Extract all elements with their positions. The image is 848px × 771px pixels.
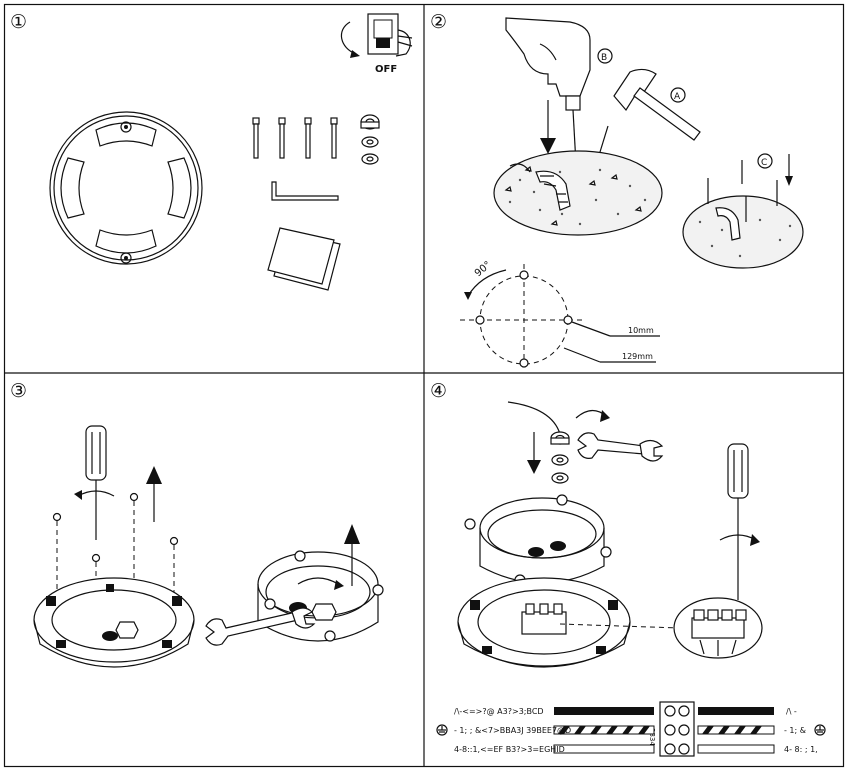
wiring-legend: 3334 — [436, 701, 826, 757]
panel-number-4: ④ — [430, 380, 447, 402]
panel-3-disassembly — [33, 425, 384, 668]
hole-dimension-label: 10mm — [628, 326, 654, 335]
cable-gland-parts — [360, 114, 380, 165]
anchor-screws — [252, 117, 338, 159]
screwdriver-icon — [74, 425, 115, 540]
wrench-icon-2 — [577, 432, 664, 462]
panel-number-2: ② — [430, 11, 447, 33]
allen-key — [271, 181, 339, 201]
panel-2-drilling: B A — [460, 17, 804, 368]
callout-b: B — [601, 53, 607, 63]
panel-number-3: ③ — [10, 380, 27, 402]
luminaire-top-view — [49, 111, 203, 265]
earth-icon-right — [814, 724, 826, 736]
wire-2-left-label: - 1; ; &<7>BBA3J 39BEE7@D — [454, 726, 571, 735]
wire-3-right-label: 4- 8: ; 1, — [784, 745, 818, 754]
wire-3-left-label: 4-8::1,<=EF B3?>3=EGHID — [454, 745, 565, 754]
luminaire-cover-lifted — [464, 494, 612, 586]
concrete-floor-anchors — [682, 160, 804, 269]
panel-frame — [3, 3, 845, 768]
hammer-icon — [613, 68, 701, 141]
wire-2-right-label: - 1; & — [784, 726, 806, 735]
wrench-icon — [205, 607, 316, 646]
panel-number-1: ① — [10, 11, 27, 33]
earth-icon — [436, 724, 448, 736]
panel-4-wiring: 3334 — [436, 401, 826, 757]
cable-gland-stack — [550, 431, 570, 484]
terminal-screws — [664, 705, 690, 755]
callout-a: A — [674, 92, 681, 102]
callout-c: C — [761, 158, 767, 168]
wire-1-left-label: /\-<=>?@ A3?>3;BCD — [454, 707, 544, 716]
luminaire-base-terminals — [457, 577, 631, 668]
power-switch-off: OFF — [340, 13, 413, 75]
drilling-template: 90° 10mm 129mm — [460, 259, 660, 368]
concrete-floor — [493, 150, 663, 236]
switch-off-label: OFF — [375, 64, 397, 75]
angle-label: 90° — [473, 259, 494, 279]
luminaire-base — [33, 577, 195, 668]
screwdriver-icon-2 — [719, 443, 760, 600]
terminal-code: 3334 — [648, 728, 656, 746]
wire-1-right-label: /\ - — [786, 707, 797, 716]
panel-1-unpacking: OFF — [49, 13, 413, 291]
instruction-sheets — [267, 227, 341, 291]
circle-dimension-label: 129mm — [622, 352, 653, 361]
luminaire-cover — [257, 550, 384, 642]
terminal-zoom — [673, 597, 763, 659]
